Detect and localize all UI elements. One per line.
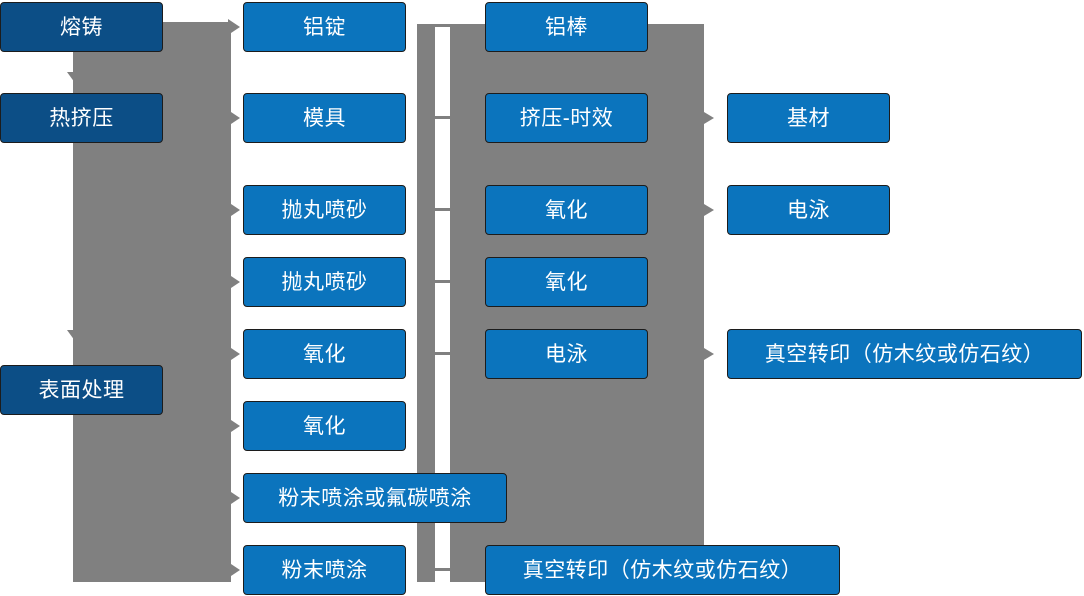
node-label: 基材 — [787, 106, 830, 130]
connector-rail-material — [417, 24, 435, 582]
node-label: 表面处理 — [38, 378, 125, 402]
node-paowan-penzha-1[interactable]: 抛丸喷砂 — [243, 185, 406, 235]
node-jicai[interactable]: 基材 — [727, 93, 890, 143]
arrow-to-paowan-1 — [228, 202, 240, 218]
node-yanghua-4[interactable]: 氧化 — [485, 257, 648, 307]
arrow-to-ludi — [228, 19, 240, 35]
node-label: 电泳 — [787, 198, 830, 222]
node-muju[interactable]: 模具 — [243, 93, 406, 143]
node-yanghua-1[interactable]: 氧化 — [243, 329, 406, 379]
node-label: 真空转印（仿木纹或仿石纹） — [522, 558, 803, 582]
connector-tick-6 — [433, 568, 453, 571]
node-label: 熔铸 — [60, 15, 103, 39]
node-label: 真空转印（仿木纹或仿石纹） — [764, 342, 1045, 366]
connector-line-biaomian — [160, 388, 180, 391]
arrow-down-rejiya-to-biaomian — [67, 330, 83, 341]
arrow-to-yanghua-1 — [228, 346, 240, 362]
node-label: 挤压-时效 — [519, 106, 614, 130]
node-rejiya[interactable]: 热挤压 — [0, 93, 163, 143]
node-label: 铝锭 — [303, 15, 346, 39]
connector-tick-3 — [433, 208, 453, 211]
node-rongzhu[interactable]: 熔铸 — [0, 2, 163, 52]
node-label: 铝棒 — [545, 15, 588, 39]
node-paowan-penzha-2[interactable]: 抛丸喷砂 — [243, 257, 406, 307]
node-dianyong-2[interactable]: 电泳 — [727, 185, 890, 235]
node-label: 模具 — [303, 106, 346, 130]
node-jiya-shixiao[interactable]: 挤压-时效 — [485, 93, 648, 143]
connector-tick-1 — [433, 24, 453, 27]
node-lubang[interactable]: 铝棒 — [485, 2, 648, 52]
node-label: 电泳 — [545, 342, 588, 366]
node-label: 热挤压 — [49, 106, 114, 130]
arrow-to-zhenkong-2 — [704, 348, 714, 360]
connector-tick-2 — [433, 116, 453, 119]
node-label: 粉末喷涂 — [281, 558, 368, 582]
node-label: 抛丸喷砂 — [281, 270, 368, 294]
arrow-to-jicai — [704, 112, 714, 124]
arrow-to-fenmo-1 — [228, 490, 240, 506]
node-label: 抛丸喷砂 — [281, 198, 368, 222]
node-yanghua-3[interactable]: 氧化 — [485, 185, 648, 235]
connector-tick-4 — [433, 280, 453, 283]
node-label: 氧化 — [303, 342, 346, 366]
node-ludi[interactable]: 铝锭 — [243, 2, 406, 52]
node-fenmo-penhu-huotan[interactable]: 粉末喷涂或氟碳喷涂 — [243, 473, 507, 523]
node-yanghua-2[interactable]: 氧化 — [243, 401, 406, 451]
arrow-to-paowan-2 — [228, 274, 240, 290]
arrow-to-dianyong-2 — [704, 204, 714, 216]
arrow-down-rongzhu-to-rejiya — [67, 72, 83, 83]
node-label: 氧化 — [545, 270, 588, 294]
node-dianyong-1[interactable]: 电泳 — [485, 329, 648, 379]
node-label: 粉末喷涂或氟碳喷涂 — [278, 486, 472, 510]
node-label: 氧化 — [545, 198, 588, 222]
node-fenmo-penhu[interactable]: 粉末喷涂 — [243, 545, 406, 595]
node-label: 氧化 — [303, 414, 346, 438]
node-zhenkong-zhuanyin-1[interactable]: 真空转印（仿木纹或仿石纹） — [485, 545, 840, 595]
node-zhenkong-zhuanyin-2[interactable]: 真空转印（仿木纹或仿石纹） — [727, 329, 1082, 379]
node-biaomian-chuli[interactable]: 表面处理 — [0, 365, 163, 415]
arrow-to-muju — [228, 110, 240, 126]
connector-tick-5 — [433, 352, 453, 355]
arrow-to-fenmo-2 — [228, 562, 240, 578]
arrow-to-yanghua-2 — [228, 418, 240, 434]
